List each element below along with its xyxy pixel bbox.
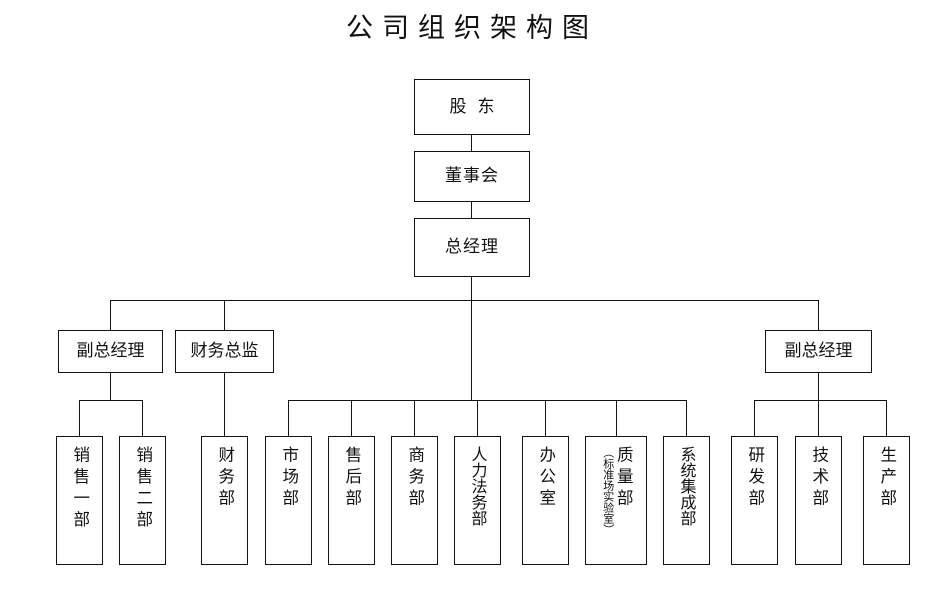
node-aftersales-dept-label: 售后部 [342,446,362,511]
node-vice-gm-right-label: 副总经理 [784,341,853,362]
node-finance-dept-label: 财务部 [215,446,235,511]
node-office[interactable]: 办公室 [522,436,569,565]
connector-bus-tech [818,400,819,436]
node-cfo[interactable]: 财务总监 [175,330,274,373]
connector-bus-hr-legal [477,400,478,436]
connector-bus-sales2 [142,400,143,436]
node-shareholders[interactable]: 股东 [414,79,530,135]
connector-bus-production [886,400,887,436]
page-title: 公司组织架构图 [346,13,598,44]
node-finance-dept[interactable]: 财务部 [201,436,248,565]
node-office-label: 办公室 [536,446,556,511]
node-quality-dept-sublabel: （标准场实验室） [601,447,615,535]
node-vice-gm-left[interactable]: 副总经理 [58,330,163,373]
node-shareholders-label: 股东 [449,96,506,117]
node-board-label: 董事会 [445,166,499,187]
connector-bus-business [414,400,415,436]
connector-bus-marketing [288,400,289,436]
node-vice-gm-right[interactable]: 副总经理 [765,330,872,373]
connector-gm-to-middle-bus [471,300,472,401]
node-business-dept-label: 商务部 [405,446,425,511]
connector-shareholders-board [471,135,472,151]
node-rnd-dept-label: 研发部 [745,446,765,511]
node-board[interactable]: 董事会 [414,151,530,202]
node-rnd-dept[interactable]: 研发部 [731,436,778,565]
connector-bus-vgm-right [818,300,819,331]
node-marketing-dept-label: 市场部 [279,446,299,511]
bus-middle [288,400,686,401]
node-sales-dept-1[interactable]: 销售一部 [56,436,103,565]
connector-bus-quality [616,400,617,436]
node-hr-legal-dept-label: 人力法务部 [468,446,488,526]
node-vice-gm-left-label: 副总经理 [76,341,145,362]
connector-gm-stem [471,277,472,301]
node-quality-dept[interactable]: 质量部 （标准场实验室） [585,436,647,565]
node-marketing-dept[interactable]: 市场部 [265,436,312,565]
connector-board-gm [471,202,472,218]
node-tech-dept-label: 技术部 [809,446,829,511]
node-sales-dept-2-label: 销售二部 [133,446,153,532]
node-tech-dept[interactable]: 技术部 [795,436,842,565]
bus-sales [79,400,142,401]
node-cfo-label: 财务总监 [190,341,259,362]
node-quality-dept-label: 质量部 [614,446,634,511]
connector-vgm-right-stem [818,373,819,401]
node-general-manager[interactable]: 总经理 [414,218,530,277]
node-production-dept-label: 生产部 [877,446,897,511]
node-production-dept[interactable]: 生产部 [863,436,910,565]
node-hr-legal-dept[interactable]: 人力法务部 [454,436,501,565]
node-sales-dept-1-label: 销售一部 [70,446,90,532]
connector-bus-sales1 [79,400,80,436]
node-sales-dept-2[interactable]: 销售二部 [119,436,166,565]
node-general-manager-label: 总经理 [445,237,499,258]
node-business-dept[interactable]: 商务部 [391,436,438,565]
connector-bus-vgm-left [110,300,111,331]
bus-level3 [110,300,818,301]
bus-right [754,400,886,401]
node-system-integration-dept[interactable]: 系统集成部 [663,436,710,565]
connector-bus-aftersales [351,400,352,436]
connector-bus-sysint [686,400,687,436]
connector-vgm-left-stem [110,373,111,401]
node-system-integration-dept-label: 系统集成部 [677,446,697,526]
connector-cfo-finance [224,373,225,436]
node-aftersales-dept[interactable]: 售后部 [328,436,375,565]
connector-bus-rnd [754,400,755,436]
connector-bus-cfo [224,300,225,331]
connector-bus-office [545,400,546,436]
